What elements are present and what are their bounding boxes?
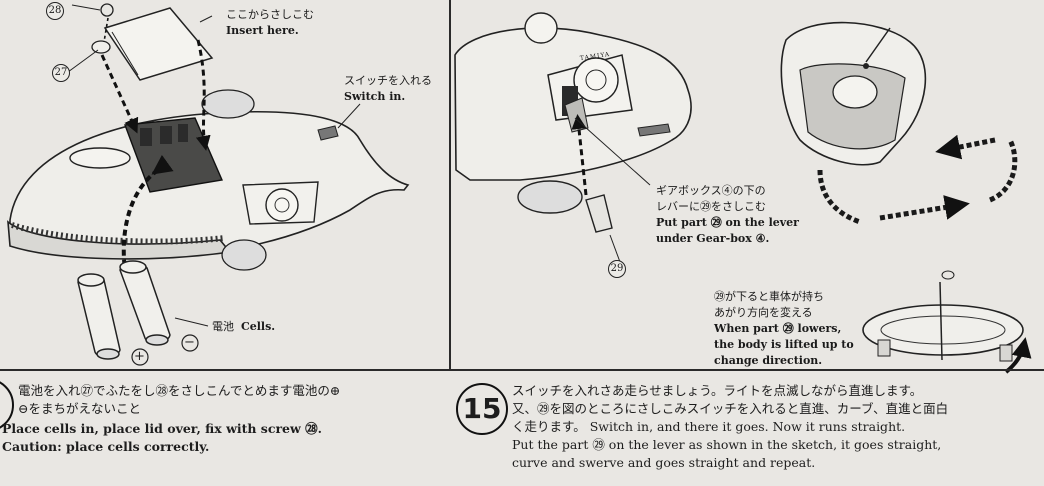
step-14-line-3: Place cells in, place lid over, fix with… bbox=[2, 421, 322, 436]
gear-label-en-2: under Gear-box ④. bbox=[656, 232, 770, 245]
lower-label-en-3: change direction. bbox=[714, 354, 823, 367]
minus-sign: − bbox=[184, 335, 195, 350]
switch-label-en: Switch in. bbox=[344, 90, 406, 103]
step-15-line-5: curve and swerve and goes straight and r… bbox=[512, 455, 816, 470]
switch-label-jp: スイッチを入れる bbox=[344, 74, 432, 87]
section-rule bbox=[0, 369, 1044, 371]
step-15-number: 15 bbox=[456, 383, 508, 435]
cells-label: 電池 Cells. bbox=[212, 320, 276, 333]
callout-screw: 28 bbox=[46, 2, 64, 20]
step-14-line-2: ⊖をまちがえないこと bbox=[18, 401, 141, 416]
battery-cells bbox=[77, 260, 171, 360]
battery-lid bbox=[103, 7, 214, 81]
step-15-line-2: 又、㉙を図のところにさしこみスイッチを入れると直進、カーブ、直進と面白 bbox=[512, 401, 949, 416]
vehicle-body-left bbox=[7, 110, 410, 260]
lower-label-jp-2: あがり方向を変える bbox=[714, 306, 813, 319]
lower-label-en-1: When part ㉙ lowers, bbox=[714, 322, 842, 335]
lower-label-en-2: the body is lifted up to bbox=[714, 338, 854, 351]
gear-label-jp-2: レバーに㉙をさしこむ bbox=[656, 200, 766, 213]
lower-label-jp-1: ㉙が下ると車体が持ち bbox=[714, 290, 824, 303]
step-15-line-1: スイッチを入れさあ走らせましょう。ライトを点滅しながら直進します。 bbox=[512, 383, 923, 398]
step-15-line-4: Put the part ㉙ on the lever as shown in … bbox=[512, 437, 942, 452]
step-14-line-4: Caution: place cells correctly. bbox=[2, 439, 210, 454]
vehicle-lifted-view bbox=[862, 304, 1024, 356]
headlight-left bbox=[69, 147, 131, 169]
plus-sign: + bbox=[134, 349, 145, 364]
insert-label-en: Insert here. bbox=[226, 24, 299, 37]
callout-lever: 29 bbox=[608, 260, 626, 278]
part-29-lever bbox=[585, 194, 613, 233]
insert-label-jp: ここからさしこむ bbox=[226, 8, 314, 21]
gear-label-jp-1: ギアボックス④の下の bbox=[656, 184, 766, 197]
callout-lid: 27 bbox=[52, 64, 70, 82]
step-14-line-1: 電池を入れ㉗でふたをし㉘をさしこんでとめます電池の⊕ bbox=[18, 383, 341, 398]
step-15-line-3: く走ります。 Switch in, and there it goes. Now… bbox=[512, 419, 906, 434]
gear-label-en-1: Put part ㉙ on the lever bbox=[656, 216, 799, 229]
panel-divider bbox=[449, 0, 451, 370]
